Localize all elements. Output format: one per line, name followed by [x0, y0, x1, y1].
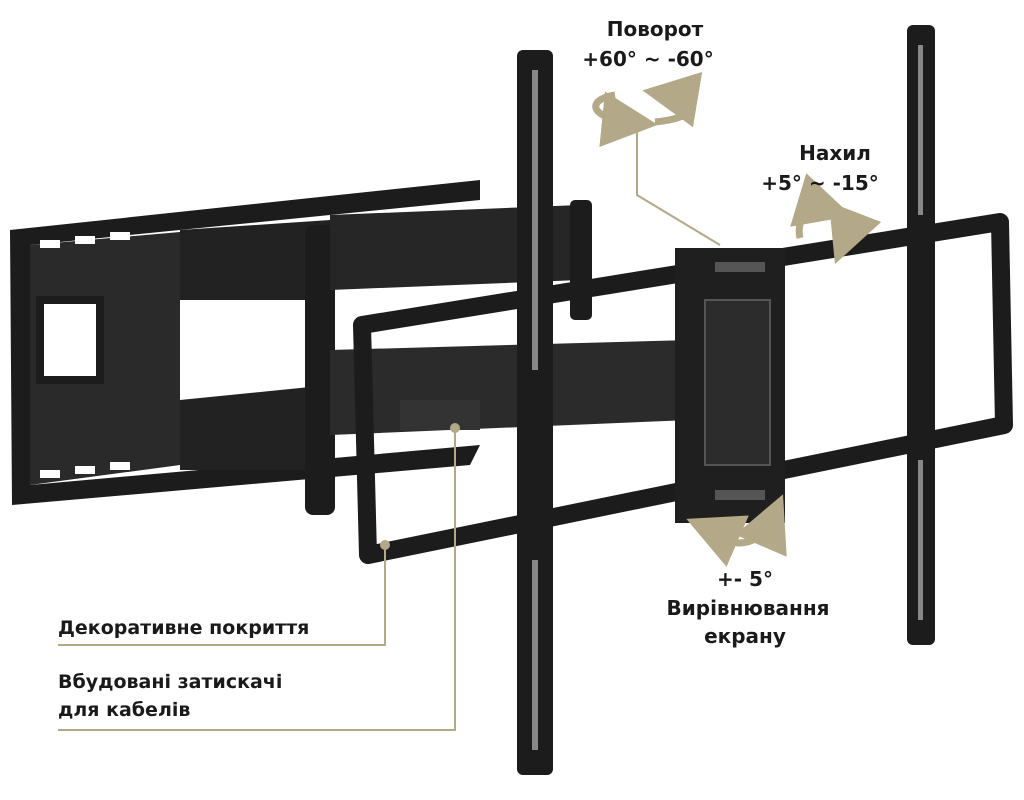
swivel-range: +60° ~ -60° [582, 47, 713, 71]
cable-label-line2: для кабелів [58, 699, 190, 721]
tv-crossbar-frame [353, 213, 1013, 564]
tilt-arrow-icon [790, 173, 882, 265]
decorative-cover [400, 400, 480, 430]
center-mounting-plate [675, 248, 785, 523]
tilt-range: +5° ~ -15° [761, 171, 879, 195]
swivel-arrow-icon [592, 72, 721, 246]
tilt-label: Нахил [799, 141, 871, 165]
tv-vertical-rails [517, 25, 935, 775]
callout-lines [58, 423, 460, 731]
swivel-label: Поворот [607, 17, 704, 41]
leveling-label-line2: екрану [704, 624, 786, 648]
cable-label-line1: Вбудовані затискачі [58, 671, 282, 693]
wall-plate [10, 180, 480, 505]
cover-label: Декоративне покриття [58, 617, 309, 639]
leveling-range: +- 5° [717, 567, 773, 591]
leveling-arrow-icon [686, 494, 787, 567]
leveling-label-line1: Вирівнювання [667, 596, 830, 620]
